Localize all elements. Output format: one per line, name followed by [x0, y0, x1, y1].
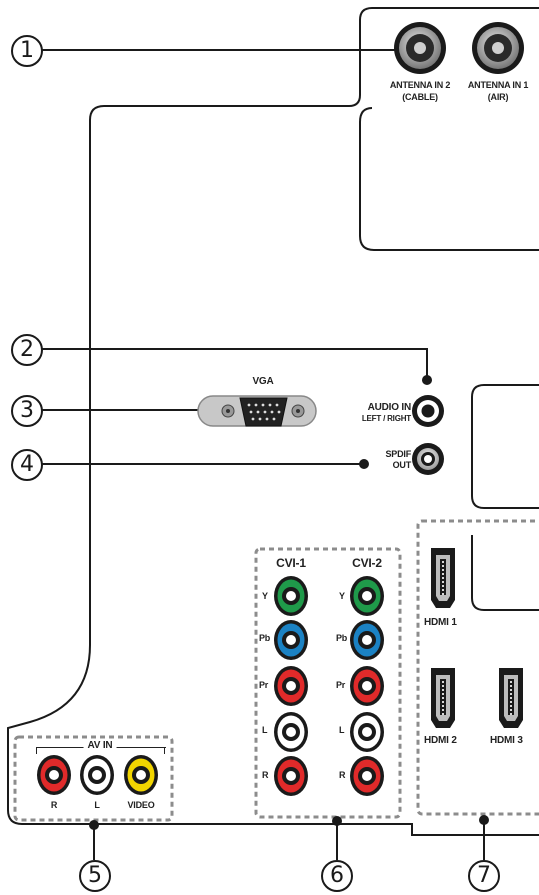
- panel-recess-hdmi: [471, 535, 539, 611]
- callout-5: 5: [79, 860, 111, 892]
- hdmi-ports: [431, 548, 523, 728]
- callout-7: 7: [468, 860, 500, 892]
- antenna-in-1-jack: [472, 22, 524, 74]
- hdmi-1-label: HDMI 1: [424, 617, 457, 628]
- audio-in-sublabel: LEFT / RIGHT: [361, 414, 411, 423]
- cvi-1-title: CVI-1: [276, 556, 306, 570]
- rca-jacks: [37, 576, 384, 796]
- cvi-2-jack: [350, 712, 384, 752]
- callout-4: 4: [11, 449, 43, 481]
- hdmi-2-port: [431, 668, 455, 728]
- callout-6: 6: [321, 860, 353, 892]
- av-in-r-jack: [37, 755, 71, 795]
- cvi-1-row-label: Pr: [259, 680, 269, 690]
- cvi-2-jack: [350, 666, 384, 706]
- antenna-in-2-label: ANTENNA IN 2: [389, 80, 451, 90]
- spdif-out-jack: [412, 443, 444, 475]
- cvi-1-row-label: R: [262, 770, 269, 780]
- av-in-r-label: R: [50, 800, 58, 810]
- callout-3: 3: [11, 395, 43, 427]
- panel-recess-antenna: [359, 107, 539, 251]
- hdmi-1-port: [431, 548, 455, 608]
- spdif-label: SPDIF: [385, 449, 411, 459]
- cvi-1-row-label: Y: [262, 591, 268, 601]
- spdif-sublabel: OUT: [392, 460, 412, 470]
- antenna-in-1-sublabel: (AIR): [487, 92, 509, 102]
- cvi-2-row-label: R: [339, 770, 346, 780]
- cvi-1-jack: [274, 576, 308, 616]
- av-in-l-label: L: [94, 800, 100, 810]
- hdmi-3-label: HDMI 3: [490, 735, 523, 746]
- cvi-2-row-label: Y: [339, 591, 345, 601]
- cvi-2-jack: [350, 576, 384, 616]
- callout-2: 2: [11, 334, 43, 366]
- cvi-1-jack: [274, 712, 308, 752]
- antenna-in-2-jack: [394, 22, 446, 74]
- cvi-2-row-label: Pr: [336, 680, 346, 690]
- leader-lines: [41, 45, 489, 860]
- callout-1: 1: [11, 35, 43, 67]
- hdmi-dashed-box: [416, 519, 539, 816]
- cvi-1-jack: [274, 666, 308, 706]
- panel-outline: [7, 7, 539, 836]
- av-in-bracket-right: [164, 747, 165, 754]
- av-in-video-label: VIDEO: [127, 800, 155, 810]
- cvi-2-title: CVI-2: [352, 556, 382, 570]
- av-in-video-jack: [124, 755, 158, 795]
- av-in-title: AV IN: [83, 740, 117, 751]
- cvi-1-jack: [274, 620, 308, 660]
- hdmi-2-label: HDMI 2: [424, 735, 457, 746]
- cvi-1-jack: [274, 756, 308, 796]
- antenna-in-1-label: ANTENNA IN 1: [467, 80, 529, 90]
- audio-in-jack: [412, 395, 444, 427]
- av-in-dashed-box: [13, 735, 174, 822]
- cvi-1-row-label: L: [262, 725, 268, 735]
- audio-in-label: AUDIO IN: [367, 402, 412, 413]
- cvi-2-jack: [350, 620, 384, 660]
- cvi-dashed-box: [254, 547, 402, 819]
- av-in-l-jack: [80, 755, 114, 795]
- av-in-bracket-left: [36, 747, 37, 754]
- cvi-2-jack: [350, 756, 384, 796]
- cvi-2-row-label: L: [339, 725, 345, 735]
- hdmi-3-port: [499, 668, 523, 728]
- cvi-2-row-label: Pb: [336, 633, 348, 643]
- panel-recess-audio: [471, 384, 539, 509]
- vga-connector: [197, 395, 317, 427]
- cvi-1-row-label: Pb: [259, 633, 271, 643]
- antenna-in-2-sublabel: (CABLE): [402, 92, 438, 102]
- vga-label: VGA: [252, 376, 274, 387]
